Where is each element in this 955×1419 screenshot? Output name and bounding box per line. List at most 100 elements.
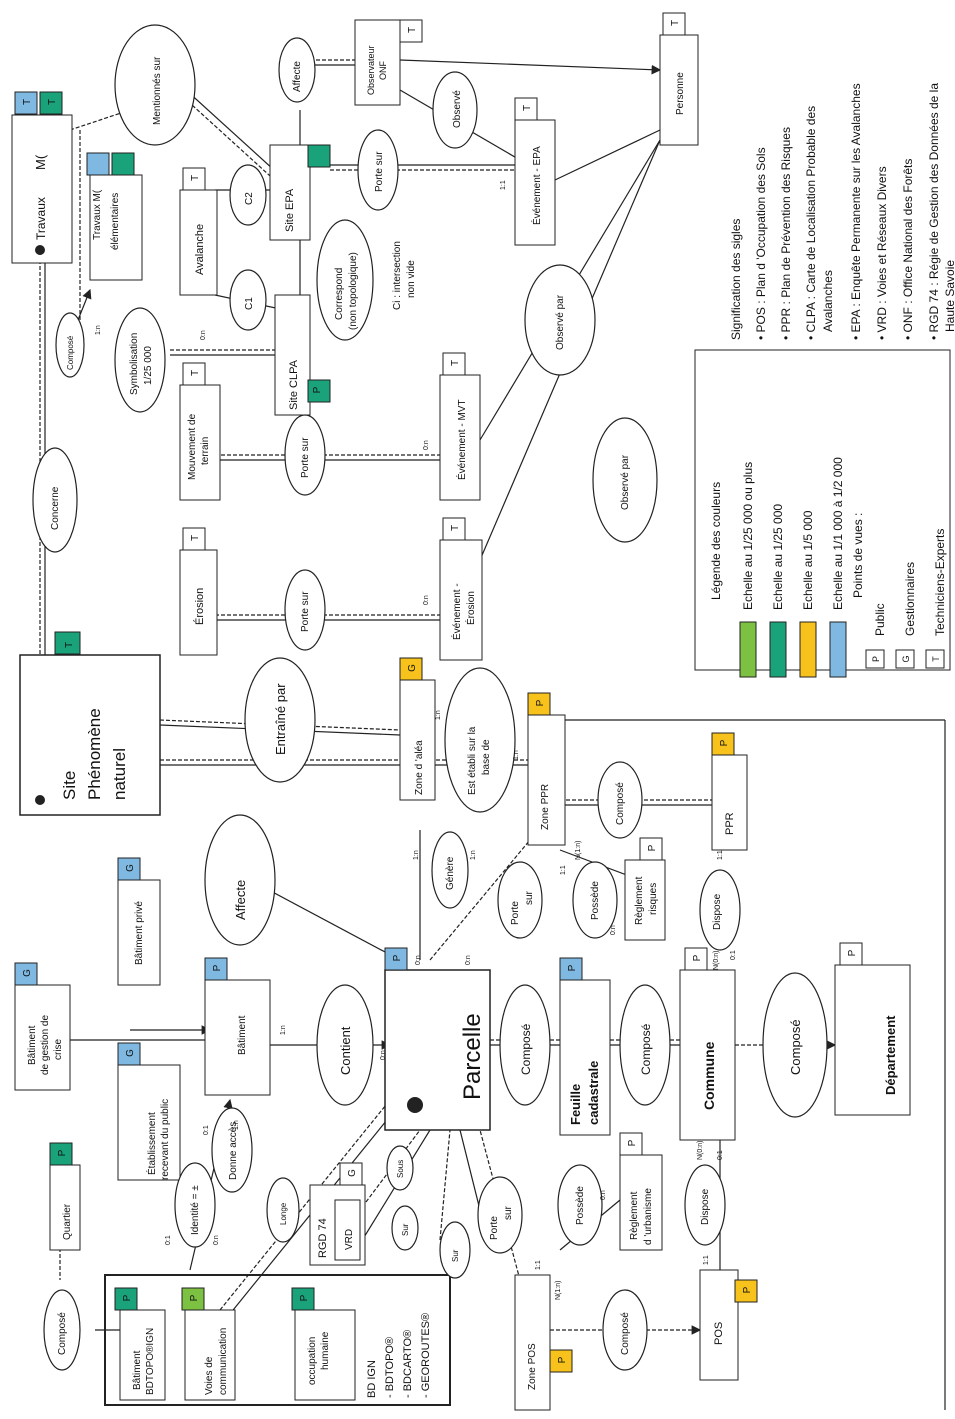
mouvement-line2: terrain xyxy=(200,437,211,465)
svg-text:Voies de: Voies de xyxy=(204,1356,215,1395)
evenement-epa-label: Événement - EPA xyxy=(530,146,543,225)
svg-text:T: T xyxy=(64,642,75,648)
rel-porte-sur-mvt xyxy=(284,414,326,496)
card-6: 1:n xyxy=(435,710,442,720)
svg-text:Événement -: Événement - xyxy=(450,583,463,640)
svg-text:élémentaires: élémentaires xyxy=(110,193,121,250)
lbl-sur-parcelle: sur xyxy=(524,890,535,905)
lbl-porte-sur-erosion: Porte sur xyxy=(300,591,311,632)
rel-c2 xyxy=(229,164,267,226)
travaux-elem-line2: élémentaires xyxy=(110,193,121,250)
legend-swatch-teal xyxy=(769,621,787,678)
entity-quartier: P Quartier xyxy=(49,1142,81,1251)
lbl-sur-pos: sur xyxy=(503,1205,514,1220)
entity-commune: P Commune xyxy=(679,947,736,1141)
observateur-line2: ONF xyxy=(378,61,388,81)
svg-text:P: P xyxy=(627,1139,638,1146)
svg-text:Bâtiment: Bâtiment xyxy=(27,1025,38,1065)
svg-text:T: T xyxy=(407,27,418,33)
erosion-label: Érosion xyxy=(193,588,206,625)
rel-longe xyxy=(266,1177,300,1243)
sigle-ppr: • PPR : Plan de Prévention des Risques xyxy=(779,127,793,340)
entity-rgd74: G RGD 74 VRD xyxy=(309,1162,366,1266)
card-2: 0:n xyxy=(200,330,207,340)
svg-text:T: T xyxy=(190,535,201,541)
evenement-mvt-label: Événement - MVT xyxy=(455,399,468,480)
voies-line1: Voies de xyxy=(204,1356,215,1395)
legend-swatch-blue xyxy=(829,621,847,678)
rel-affecte-top xyxy=(278,37,316,103)
legend-view-gestionnaires: Gestionnaires xyxy=(903,562,917,636)
svg-text:T: T xyxy=(522,105,533,111)
legend-color-2: Echelle au 1/25 000 xyxy=(771,504,785,610)
entity-travaux: T T Travaux M( xyxy=(11,91,73,264)
legend-title: Légende des couleurs xyxy=(709,482,723,600)
entity-zone-pos: P Zone POS xyxy=(514,1274,573,1411)
lbl-mentionnes-sur: Mentionnés sur xyxy=(152,56,163,125)
lbl-concerne: Concerne xyxy=(50,486,61,530)
svg-text:Travaux M(: Travaux M( xyxy=(92,189,103,240)
card-3: 1:1 xyxy=(500,180,507,190)
rel-donne-acces xyxy=(211,1107,253,1193)
bat-crise-line3: crise xyxy=(53,1038,64,1060)
card-21: 1:n xyxy=(233,1120,240,1130)
bat-bdtopo-line2: BDTOPO®IGN xyxy=(145,1328,156,1395)
occupation-line2: humaine xyxy=(320,1331,331,1370)
rel-compose-feuille xyxy=(499,984,551,1106)
entity-travaux-elementaires: Travaux M( élémentaires xyxy=(86,152,143,281)
site-phen-line1: Site xyxy=(60,771,79,800)
svg-text:BD IGN: BD IGN xyxy=(366,1360,378,1398)
lbl-c2: C2 xyxy=(244,192,255,205)
lbl-symbolisation-2: 1/25 000 xyxy=(143,346,154,385)
svg-text:Symbolisation: Symbolisation xyxy=(129,333,140,395)
svg-text:T: T xyxy=(670,20,681,26)
ev-erosion-line1: Événement - xyxy=(450,583,463,640)
bd-ign-item3: - GEOROUTES® xyxy=(420,1313,432,1398)
entity-evenement-mvt: T Événement - MVT xyxy=(439,352,481,501)
legend-view-code-g: G xyxy=(901,655,911,662)
svg-text:G: G xyxy=(125,864,136,872)
departement-label: Département xyxy=(883,1015,898,1095)
svg-text:P: P xyxy=(567,964,578,971)
entity-batiment: P Bâtiment xyxy=(204,957,271,1096)
svg-text:Érosion: Érosion xyxy=(464,591,477,625)
svg-text:T: T xyxy=(22,99,33,105)
entity-evenement-epa: T Événement - EPA xyxy=(514,97,556,246)
card-14: 0:1 xyxy=(730,950,737,960)
lbl-compose-top: Composé xyxy=(66,335,75,370)
card-4: 0:n xyxy=(423,440,430,450)
lbl-sous: Sous xyxy=(396,1160,405,1178)
card-27: 1:1 xyxy=(535,1260,542,1270)
lbl-compose-dept: Composé xyxy=(788,1019,803,1075)
bd-ign-item1: - BDTOPO® xyxy=(384,1337,396,1398)
card-25: N(0:n) xyxy=(697,1141,704,1160)
svg-text:Phénomène: Phénomène xyxy=(85,708,104,800)
card-19: 0:n xyxy=(380,1050,387,1060)
lbl-compose-quartier: Composé xyxy=(57,1312,68,1355)
svg-text:ONF: ONF xyxy=(378,61,388,81)
lbl-sur: Sur xyxy=(451,1249,460,1262)
lbl-observe-par: Observé par xyxy=(620,454,631,510)
rel-compose-top xyxy=(55,312,85,378)
rel-compose-commune xyxy=(619,984,671,1106)
bat-bdtopo-line1: Bâtiment xyxy=(132,1350,143,1390)
site-epa-label: Site EPA xyxy=(284,188,296,232)
lbl-correspond-2: (non topologique) xyxy=(348,252,359,330)
svg-text:naturel: naturel xyxy=(110,748,129,800)
sigle-pos: • POS : Plan d 'Occupation des Sols xyxy=(754,147,768,340)
svg-text:P: P xyxy=(535,699,546,706)
entity-parcelle: P Parcelle xyxy=(384,947,491,1131)
svg-text:P: P xyxy=(847,949,858,956)
legend-view-techniciens: Techniciens-Experts xyxy=(933,529,947,636)
lbl-ci-note-2: non vide xyxy=(406,260,417,298)
lbl-affecte: Affecte xyxy=(233,880,248,920)
lbl-porte-parcelle: Porte xyxy=(510,901,521,925)
legend-view-public: Public xyxy=(873,603,887,636)
regl-risques-line2: risques xyxy=(648,883,659,915)
card-9: 1:n xyxy=(470,850,477,860)
sigle-epa: • EPA : Enquête Permanente sur les Avala… xyxy=(849,83,863,340)
svg-text:(non topologique): (non topologique) xyxy=(348,252,359,330)
lbl-identite: Identité = ± xyxy=(190,1185,201,1235)
svg-text:G: G xyxy=(407,664,418,672)
relationships xyxy=(32,24,828,1371)
